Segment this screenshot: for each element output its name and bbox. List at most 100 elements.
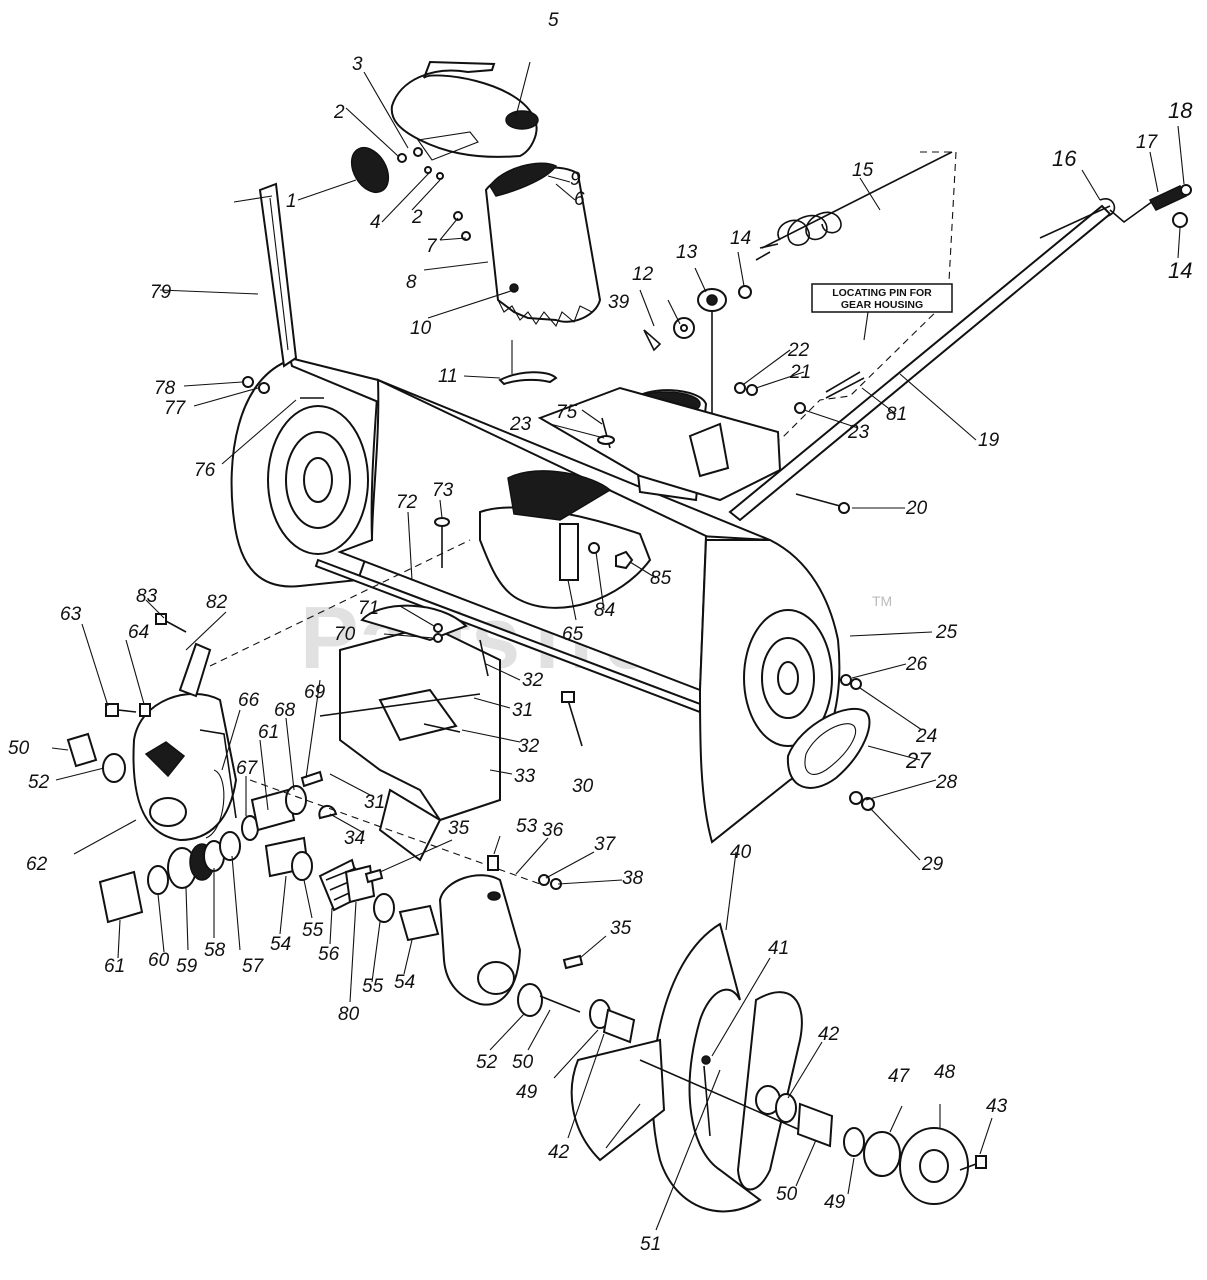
nut-85 [615,550,634,570]
pin-32b [423,723,461,733]
bolt-30-head [561,691,575,703]
label-31: 31 [512,700,533,721]
label-37: 37 [594,834,617,855]
bolt-30 [567,699,583,747]
label-17: 17 [1136,132,1159,153]
label-19: 19 [978,430,1000,451]
impeller-shaft [319,693,481,717]
label-43: 43 [986,1096,1008,1117]
label-72: 72 [396,492,418,513]
label-21: 21 [789,362,811,383]
housing-36-plug [487,891,501,901]
chute-crank-bracket [258,182,298,368]
label-13: 13 [676,242,698,263]
key-35 [364,868,384,884]
label-10: 10 [410,318,432,339]
rod-16 [1039,205,1111,239]
label-7: 7 [426,236,438,257]
bushing-61 [250,788,296,832]
label-47: 47 [888,1066,911,1087]
label-57: 57 [242,956,265,977]
label-63: 63 [60,604,82,625]
nut-3 [413,147,423,157]
label-58: 58 [204,940,226,961]
label-27: 27 [905,748,931,773]
label-85: 85 [650,568,672,589]
label-79: 79 [150,282,172,303]
bolt-43 [959,1163,977,1171]
assembly-guide [779,151,957,441]
washer-77 [258,382,270,394]
washer-14b [1172,212,1188,228]
nut-4 [436,172,444,180]
label-25: 25 [935,622,958,643]
label-49: 49 [824,1192,846,1213]
bushing-50c [796,1102,834,1148]
label-60: 60 [148,950,170,971]
worm-drive-stack [98,779,541,942]
label-53: 53 [516,816,538,837]
chute-opening-shadow [507,470,612,521]
label-51: 51 [640,1234,661,1255]
chute-assembly [350,60,602,386]
cotter-39 [643,329,662,352]
bolt-43-head [975,1155,987,1169]
label-69: 69 [304,682,326,703]
label-18: 18 [1168,98,1193,123]
label-80: 80 [338,1004,360,1025]
seal-52-left [102,753,126,783]
label-33: 33 [514,766,536,787]
spiral-end [755,243,779,261]
label-50: 50 [8,738,30,759]
washer-7a [453,211,463,221]
nut-29 [861,797,875,811]
auger-shaft [639,1059,801,1131]
label-12: 12 [632,264,654,285]
chute-deflector [390,60,538,158]
label-34: 34 [344,828,365,849]
label-35: 35 [610,918,632,939]
bolt-83 [163,619,187,633]
label-28: 28 [935,772,958,793]
label-52: 52 [476,1052,498,1073]
auger-lower [517,922,987,1213]
nut-41 [701,1055,711,1065]
bushing-50-left [66,732,98,768]
label-55: 55 [302,920,324,941]
washer-49b [843,1127,865,1157]
label-73: 73 [432,480,454,501]
label-75: 75 [556,402,578,423]
bolt-73-head [434,517,450,527]
label-20: 20 [905,498,928,519]
label-30: 30 [572,776,594,797]
label-77: 77 [164,398,187,419]
label-2: 2 [411,207,423,228]
label-38: 38 [622,868,644,889]
bolt-20 [795,493,841,507]
left-bearing-hub [303,457,333,503]
housing-36-bore [477,961,515,995]
washer-12-hole [680,324,688,332]
spiral-shaft [761,151,953,249]
bracket-82 [178,642,212,698]
spiral-coil [777,211,842,246]
nut-78 [242,376,254,388]
flange-48-hub [919,1149,949,1183]
bolt-63 [117,709,137,713]
callout-box [811,283,953,313]
skid-shoe-inner [804,723,856,775]
key-35b [562,954,584,970]
callout-leader [863,311,869,341]
washer-2 [397,153,407,163]
knob-18 [1180,184,1192,196]
nut-24 [850,678,862,690]
label-82: 82 [206,592,228,613]
chute-knob [350,146,390,194]
locating-pin-callout: LOCATING PIN FOR GEAR HOUSING [811,283,953,341]
label-61: 61 [104,956,125,977]
label-50: 50 [512,1052,534,1073]
label-81: 81 [886,404,907,425]
label-14: 14 [1168,258,1192,283]
locating-pin-81 [825,371,865,399]
